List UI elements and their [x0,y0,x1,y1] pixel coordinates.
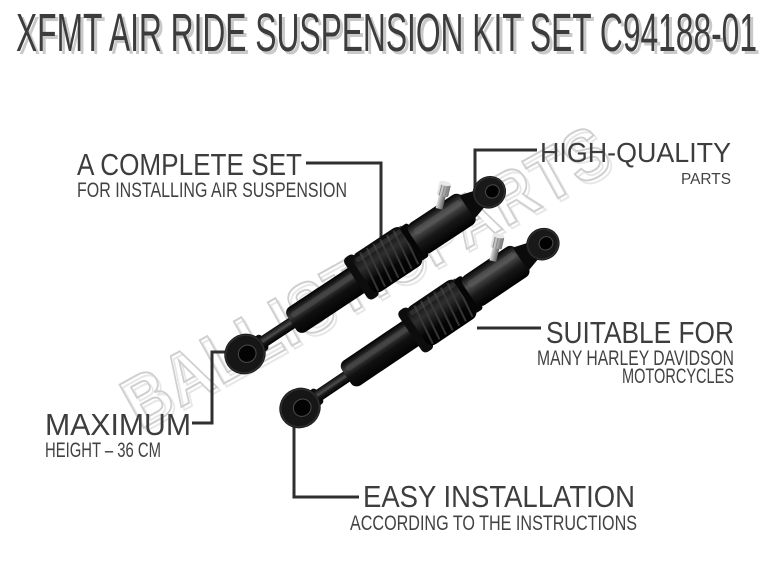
suitable-for-subtext-line1: MANY HARLEY DAVIDSON [537,347,734,370]
maximum-height-leader-line [192,350,230,425]
callout-maximum-height: MAXIMUM HEIGHT – 36 CM [45,407,191,462]
callout-lines [192,148,541,499]
page-title: XFMT AIR RIDE SUSPENSION KIT SET C94188-… [16,3,757,63]
easy-installation-leader-line [292,420,359,499]
high-quality-leader-line [473,148,537,198]
page-title-shadow: XFMT AIR RIDE SUSPENSION KIT SET C94188-… [19,6,760,66]
suitable-for-heading: SUITABLE FOR [546,315,734,350]
callout-complete-set: A COMPLETE SET FOR INSTALLING AIR SUSPEN… [77,147,347,202]
high-quality-subtext: PARTS [681,171,731,188]
high-quality-heading: HIGH-QUALITY [540,137,731,168]
complete-set-leader-line [306,161,383,246]
complete-set-subtext: FOR INSTALLING AIR SUSPENSION [77,179,347,202]
suitable-for-subtext-line2: MOTORCYCLES [622,365,734,388]
callout-suitable-for: SUITABLE FOR MANY HARLEY DAVIDSON MOTORC… [537,315,734,388]
callout-high-quality: HIGH-QUALITY PARTS [540,137,731,188]
maximum-height-subtext: HEIGHT – 36 CM [45,439,161,462]
maximum-height-heading: MAXIMUM [45,407,191,442]
complete-set-heading: A COMPLETE SET [77,147,302,182]
easy-installation-subtext: ACCORDING TO THE INSTRUCTIONS [350,512,637,535]
callout-easy-installation: EASY INSTALLATION ACCORDING TO THE INSTR… [350,479,637,535]
easy-installation-heading: EASY INSTALLATION [363,479,635,514]
